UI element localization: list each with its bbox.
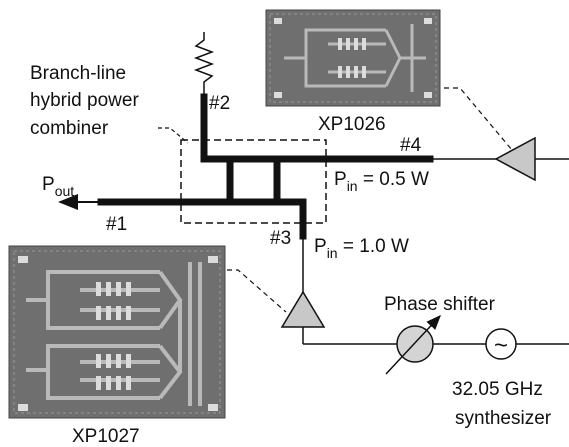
port-3-label: #3 — [270, 228, 291, 249]
amplifier-top-icon — [494, 136, 536, 182]
combiner-label-line3: combiner — [30, 118, 109, 139]
amplifier-bottom-icon — [280, 290, 326, 328]
signal-lines — [302, 158, 569, 345]
resistor-termination — [193, 32, 215, 97]
pout-label: Pout — [42, 174, 74, 199]
chip-xp1026-leader — [444, 87, 513, 151]
synthesizer-icon: ~ — [485, 328, 517, 360]
phase-shifter-icon — [385, 314, 442, 375]
port-2-label: #2 — [209, 93, 230, 114]
combiner-label-line2: hybrid power — [30, 90, 139, 111]
chip-xp1026-label: XP1026 — [318, 114, 386, 135]
chip-xp1027-photo — [8, 245, 226, 419]
pin-bottom-label: Pin = 1.0 W — [314, 236, 409, 261]
synthesizer-symbol: ~ — [494, 332, 508, 359]
chip-xp1026-photo — [265, 9, 441, 107]
combiner-leader — [158, 127, 189, 144]
combiner-label-line1: Branch-line — [30, 63, 126, 84]
port-1-label: #1 — [106, 214, 127, 235]
chip-xp1027-leader — [227, 269, 287, 313]
branch-line-hybrid — [97, 93, 434, 240]
synthesizer-freq-label: 32.05 GHz — [452, 379, 543, 400]
phase-shifter-label: Phase shifter — [384, 294, 496, 315]
combiner-outline — [180, 139, 327, 224]
port-4-label: #4 — [400, 135, 422, 156]
pin-top-label: Pin = 0.5 W — [334, 169, 429, 194]
chip-xp1027-label: XP1027 — [72, 426, 140, 447]
synthesizer-name-label: synthesizer — [455, 408, 552, 429]
